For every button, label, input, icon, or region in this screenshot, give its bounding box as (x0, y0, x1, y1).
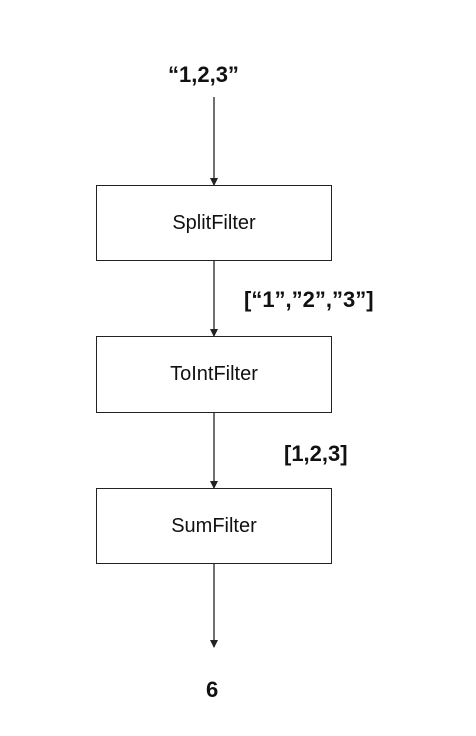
sum-filter-label: SumFilter (171, 514, 257, 537)
input-value-label: “1,2,3” (168, 62, 239, 87)
toint-filter-label: ToIntFilter (170, 363, 258, 385)
split-filter-box: SplitFilter (96, 185, 332, 261)
split-output-label: [“1”,”2”,”3”] (244, 287, 374, 312)
split-filter-label: SplitFilter (172, 211, 256, 234)
toint-output-label: [1,2,3] (284, 441, 348, 466)
output-value-label: 6 (206, 677, 219, 702)
sum-filter-box: SumFilter (96, 488, 332, 564)
toint-filter-box: ToIntFilter (96, 336, 332, 413)
